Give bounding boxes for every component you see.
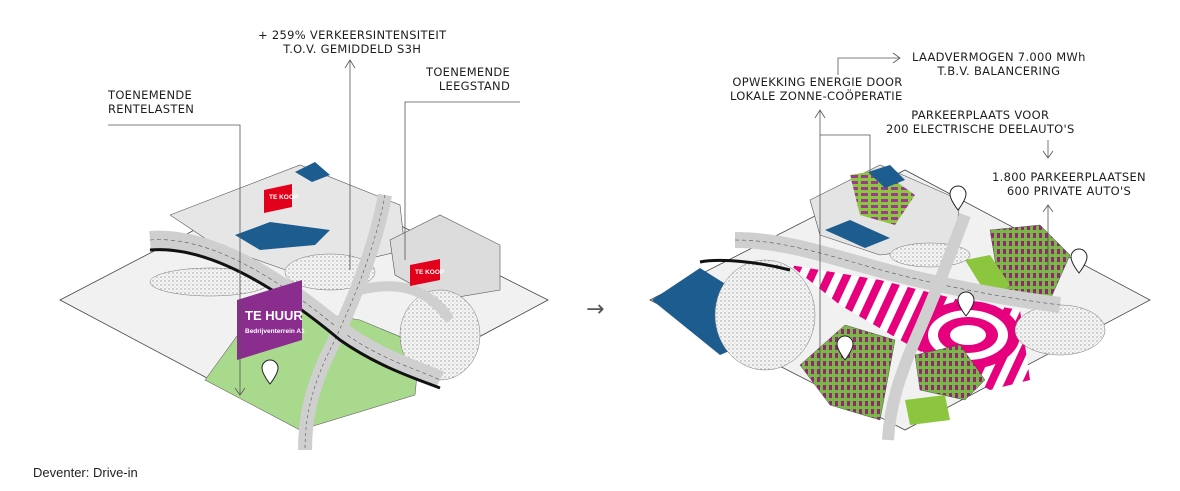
- right-water-basin: [825, 220, 890, 248]
- right-parking-southwest: [799, 324, 896, 421]
- left-water-basin: [235, 222, 330, 250]
- right-location-pin-icon-1: [949, 185, 967, 211]
- sign-te-koop-2: TE KOOP: [410, 259, 445, 286]
- label-private-parking: 1.800 PARKEERPLAATSEN 600 PRIVATE AUTO'S: [992, 170, 1146, 198]
- right-water-north: [868, 165, 905, 188]
- label-vacancy-line-1: TOENEMENDE: [426, 65, 511, 79]
- label-energy-line-1: OPWEKKING ENERGIE DOOR: [732, 75, 903, 89]
- left-isometric-map: TE KOOP TE KOOP TE HUUR Bedrijventerrein…: [59, 59, 549, 451]
- label-traffic-line-1: + 259% VERKEERSINTENSITEIT: [258, 28, 447, 42]
- label-charging-line-2: T.B.V. BALANCERING: [937, 64, 1061, 78]
- label-ev-parking-line-2: 200 ELECTRISCHE DEELAUTO'S: [886, 122, 1075, 136]
- sign-te-koop-1-text: TE KOOP: [269, 194, 299, 201]
- label-private-parking-line-1: 1.800 PARKEERPLAATSEN: [992, 170, 1146, 184]
- label-private-parking-line-2: 600 PRIVATE AUTO'S: [1006, 184, 1132, 198]
- leader-interest: [108, 124, 241, 395]
- right-location-pin-icon-2: [1070, 248, 1088, 274]
- right-green-strip: [905, 395, 950, 425]
- right-isometric-map: [649, 52, 1151, 441]
- sign-te-huur-sub: Bedrijventerrein A1: [245, 328, 305, 335]
- label-energy-generation: OPWEKKING ENERGIE DOOR LOKALE ZONNE-COÖP…: [730, 75, 903, 103]
- sign-te-huur: TE HUUR Bedrijventerrein A1: [237, 280, 305, 360]
- left-location-pin-icon: [261, 359, 279, 385]
- figure-caption: Deventer: Drive-in: [33, 465, 138, 480]
- label-interest-line-1: TOENEMENDE: [108, 88, 193, 102]
- label-traffic-intensity: + 259% VERKEERSINTENSITEIT T.O.V. GEMIDD…: [258, 28, 446, 56]
- sign-te-koop-2-text: TE KOOP: [415, 269, 445, 276]
- label-energy-line-2: LOKALE ZONNE-COÖPERATIE: [730, 89, 903, 103]
- leader-vacancy: [404, 101, 520, 260]
- left-tree-cluster: [284, 253, 376, 291]
- right-location-pin-icon-3: [836, 335, 854, 361]
- right-tree-east: [1014, 304, 1106, 356]
- right-location-pin-icon-4: [957, 291, 975, 317]
- right-crossing-road: [882, 212, 971, 441]
- label-interest-costs: TOENEMENDE RENTELASTEN: [108, 88, 194, 116]
- label-ev-parking: PARKEERPLAATS VOOR 200 ELECTRISCHE DEELA…: [886, 108, 1075, 136]
- sign-te-koop-1: TE KOOP: [264, 184, 299, 213]
- sign-te-huur-title: TE HUUR: [245, 308, 303, 323]
- label-charging-line-1: LAADVERMOGEN 7.000 MWh: [912, 50, 1086, 64]
- right-tree-belt: [714, 259, 816, 371]
- right-parking-south: [914, 344, 986, 401]
- right-solar-roofs-north: [850, 170, 915, 225]
- left-ramp: [358, 281, 455, 323]
- leader-energy-branch: [820, 134, 871, 175]
- transition-arrow-icon: →: [586, 297, 604, 322]
- label-vacancy: TOENEMENDE LEEGSTAND: [426, 65, 510, 93]
- label-vacancy-line-2: LEEGSTAND: [438, 79, 511, 93]
- label-ev-parking-line-1: PARKEERPLAATS VOOR: [911, 108, 1050, 122]
- label-traffic-line-2: T.O.V. GEMIDDELD S3H: [283, 42, 422, 56]
- label-interest-line-2: RENTELASTEN: [108, 102, 195, 116]
- label-charging-capacity: LAADVERMOGEN 7.000 MWh T.B.V. BALANCERIN…: [912, 50, 1086, 78]
- left-water-top: [295, 162, 330, 182]
- leader-charging: [837, 57, 900, 75]
